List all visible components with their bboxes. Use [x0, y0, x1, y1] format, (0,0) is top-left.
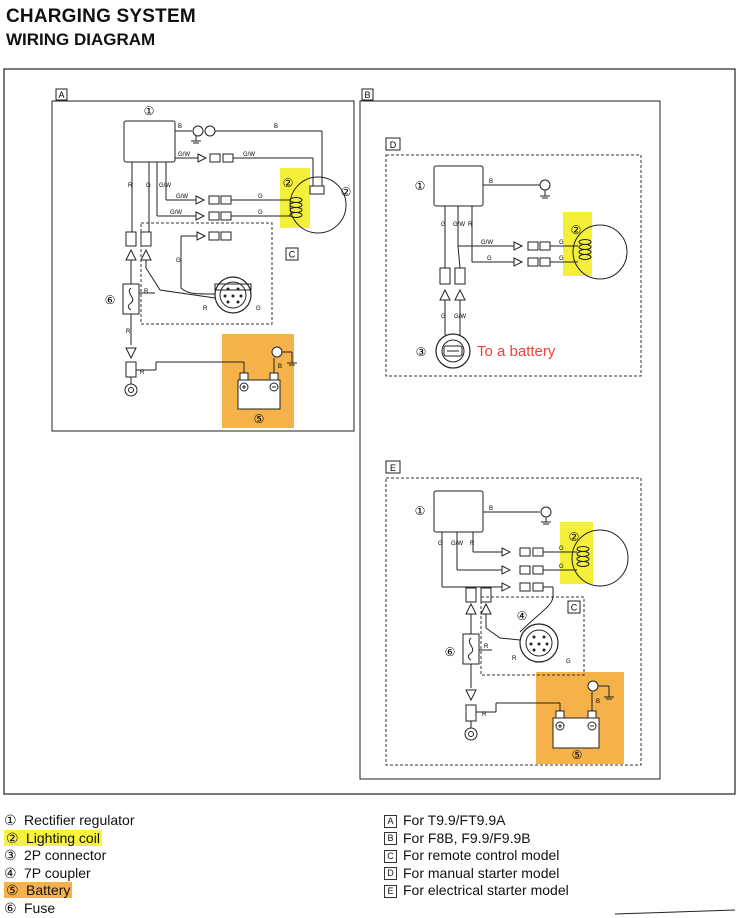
svg-text:②: ②: [571, 223, 582, 237]
svg-text:R: R: [482, 712, 487, 718]
panel-a-regulator-number: ①: [144, 104, 155, 118]
svg-text:G: G: [146, 183, 151, 189]
svg-text:G/W: G/W: [170, 210, 182, 216]
panel-b: B D ① B G G/W R G/W G G G: [359, 88, 661, 780]
svg-text:G/W: G/W: [453, 222, 465, 228]
svg-text:G/W: G/W: [243, 152, 255, 158]
panel-d-label: D: [390, 140, 397, 150]
svg-text:R: R: [128, 183, 133, 189]
svg-text:B: B: [278, 364, 282, 370]
svg-text:G: G: [438, 541, 443, 547]
svg-text:③: ③: [416, 345, 427, 359]
svg-text:B: B: [178, 124, 182, 130]
panel-a-label: A: [58, 90, 64, 100]
panel-a-coil-number: ②: [283, 176, 294, 190]
svg-text:R: R: [512, 656, 517, 662]
svg-text:G: G: [559, 564, 564, 570]
svg-text:①: ①: [415, 179, 426, 193]
svg-text:R: R: [484, 644, 489, 650]
svg-text:G: G: [176, 258, 181, 264]
svg-text:①: ①: [415, 504, 426, 518]
svg-text:R: R: [470, 541, 475, 547]
panel-a-c-label: C: [289, 250, 296, 260]
svg-text:G: G: [487, 256, 492, 262]
svg-text:G: G: [256, 306, 261, 312]
svg-text:G/W: G/W: [159, 183, 171, 189]
panel-b-label: B: [364, 90, 370, 100]
svg-text:R: R: [126, 329, 131, 335]
svg-text:⑤: ⑤: [572, 748, 583, 762]
svg-text:B: B: [274, 124, 278, 130]
svg-text:B: B: [489, 179, 493, 185]
outer-frame: [3, 68, 736, 795]
svg-text:G/W: G/W: [454, 314, 466, 320]
svg-text:G/W: G/W: [178, 152, 190, 158]
page-title: CHARGING SYSTEM: [6, 6, 196, 27]
svg-text:G: G: [258, 210, 263, 216]
svg-text:G: G: [566, 659, 571, 665]
svg-text:G: G: [559, 256, 564, 262]
panel-a-fuse-number: ⑥: [105, 293, 116, 307]
panel-a-coil-number-2: ②: [341, 185, 352, 199]
svg-text:G: G: [559, 240, 564, 246]
svg-text:G/W: G/W: [451, 541, 463, 547]
page-subtitle: WIRING DIAGRAM: [6, 30, 156, 49]
svg-text:⑥: ⑥: [445, 645, 456, 659]
svg-text:B: B: [596, 699, 600, 705]
svg-text:R: R: [140, 370, 145, 376]
svg-text:G: G: [441, 222, 446, 228]
svg-text:④: ④: [517, 609, 528, 623]
svg-text:R: R: [203, 306, 208, 312]
panel-d-rectifier-regulator: [433, 165, 484, 207]
svg-text:R: R: [468, 222, 473, 228]
panel-e-rectifier-regulator: [433, 490, 484, 533]
panel-a-battery-number: ⑤: [254, 412, 265, 426]
svg-text:G: G: [441, 314, 446, 320]
svg-text:R: R: [144, 289, 149, 295]
panel-a-rectifier-regulator: [123, 120, 176, 163]
svg-text:G: G: [559, 546, 564, 552]
svg-text:②: ②: [569, 530, 580, 544]
callout-to-a-battery: To a battery: [477, 343, 556, 360]
svg-text:B: B: [489, 506, 493, 512]
panel-e-label: E: [390, 463, 396, 473]
panel-e-c-label: C: [571, 603, 578, 613]
panel-a: A ① B B G/W G/W: [51, 88, 355, 432]
svg-text:G: G: [258, 194, 263, 200]
svg-text:G/W: G/W: [481, 240, 493, 246]
svg-text:G/W: G/W: [176, 194, 188, 200]
